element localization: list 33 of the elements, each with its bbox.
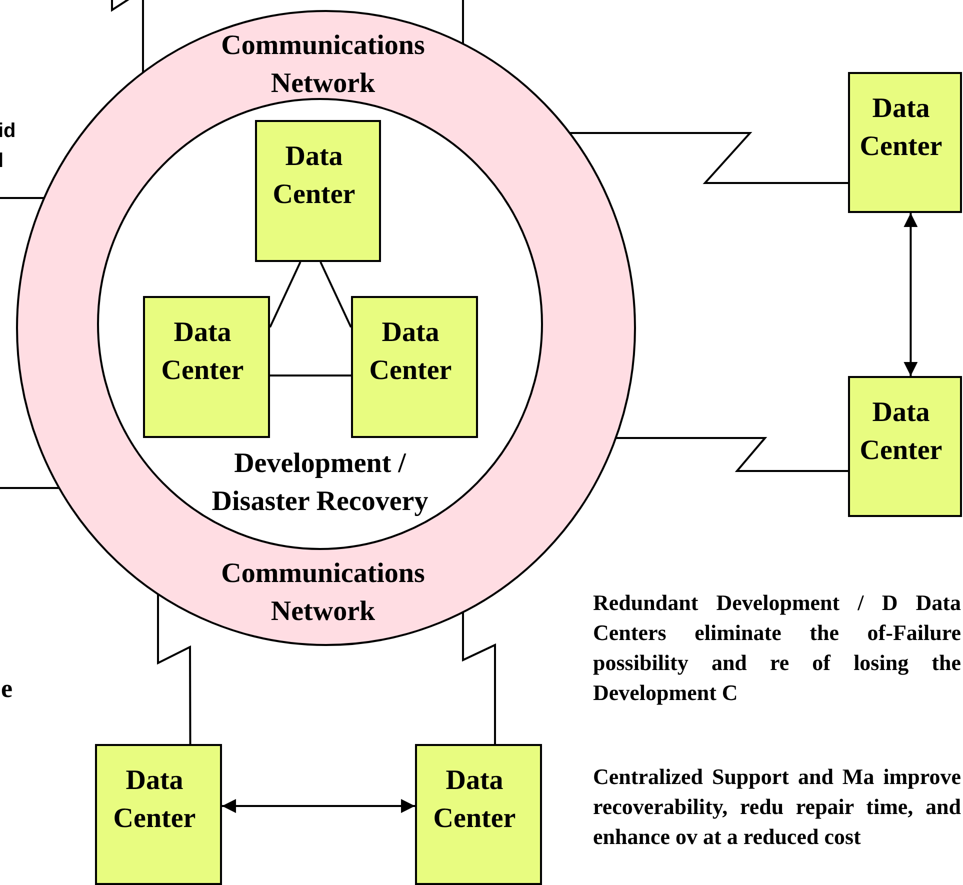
- cut-text: e: [1, 673, 14, 705]
- data-center-box: [143, 296, 270, 438]
- link-line: [0, 197, 44, 199]
- box-label: Data Center: [112, 764, 197, 836]
- data-center-box: [848, 376, 962, 517]
- arrow: [904, 213, 918, 376]
- link-line: [111, 0, 144, 73]
- site-label: Development / Disaster Recovery: [210, 447, 430, 519]
- link-line: [462, 612, 496, 744]
- link-line: [570, 132, 848, 184]
- link-line: [462, 0, 464, 44]
- box-label: Data Center: [272, 140, 356, 212]
- link-line: [0, 487, 60, 489]
- data-center-box: [255, 120, 381, 262]
- data-center-box: [351, 296, 478, 438]
- network-label: Communications Network: [220, 29, 426, 101]
- arrow: [222, 799, 415, 814]
- data-center-box: [95, 744, 222, 885]
- link-line: [320, 262, 352, 328]
- link-line: [157, 594, 192, 744]
- box-label: Data Center: [858, 92, 944, 164]
- network-label: Communications Network: [220, 557, 426, 629]
- data-center-box: [415, 744, 542, 885]
- box-label: Data Center: [858, 396, 944, 468]
- link-line: [616, 437, 848, 472]
- note-text: Redundant Development / D Data Centers eliminate the of-Failure possibility and re of losing the Development C: [593, 589, 961, 707]
- note-text: Centralized Support and Ma improve recoverability, redu repair time, and enhance ov at a reduced cost: [593, 763, 961, 851]
- box-label: Data Center: [368, 316, 453, 388]
- link-line: [270, 374, 351, 377]
- data-center-box: [848, 72, 962, 213]
- box-label: Data Center: [160, 316, 245, 388]
- link-line: [269, 262, 302, 328]
- box-label: Data Center: [432, 764, 517, 836]
